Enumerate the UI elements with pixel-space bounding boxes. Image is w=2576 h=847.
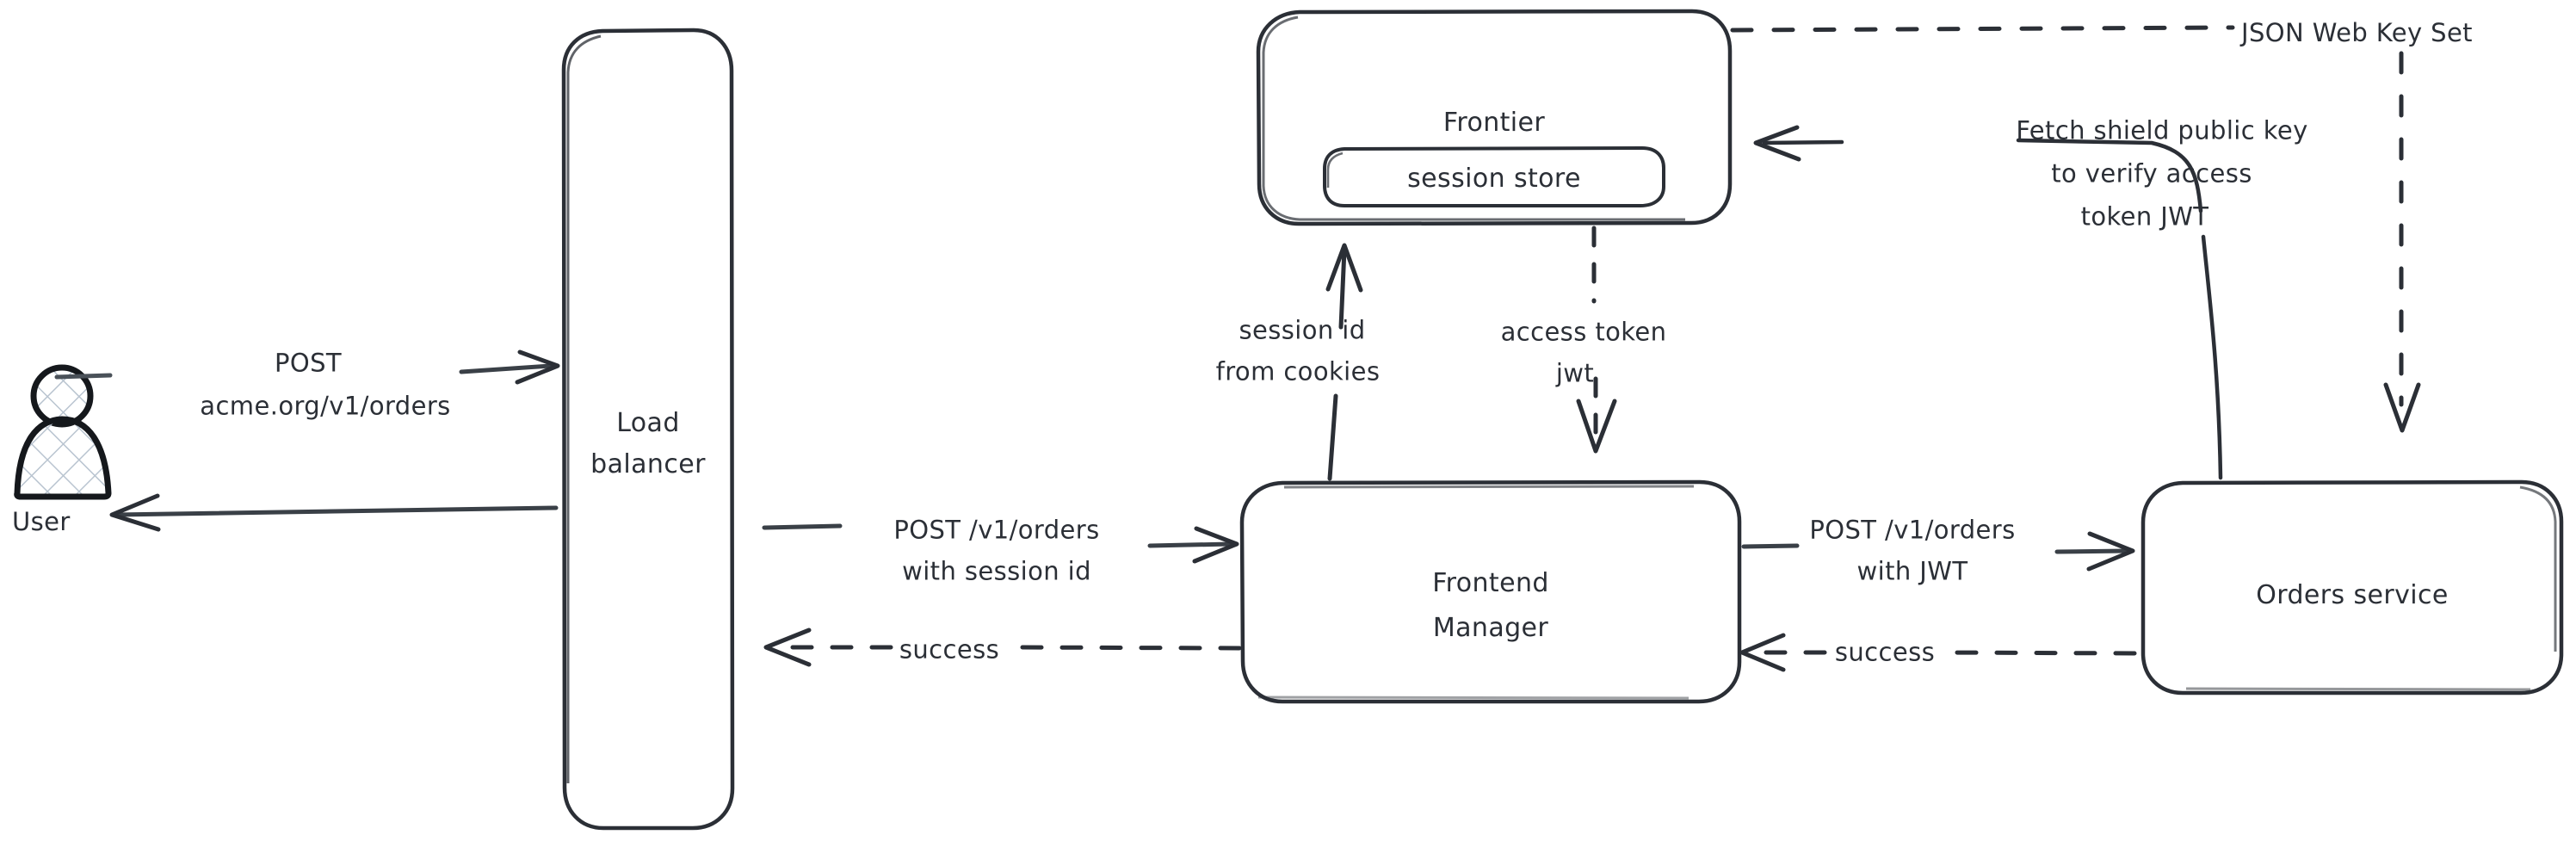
edge-frontier-to-orders [1730, 25, 2421, 433]
user-icon [14, 364, 112, 500]
frontier-box[interactable] [1256, 9, 1733, 226]
edge-lb-to-frontend-manager [762, 523, 1239, 564]
load-balancer-box[interactable] [561, 28, 735, 831]
frontend-manager-box[interactable] [1239, 479, 1742, 704]
edge-frontier-to-frontend-manager [1576, 226, 1617, 454]
orders-service-box[interactable] [2140, 479, 2564, 696]
session-store-box[interactable] [1323, 146, 1665, 207]
edge-frontend-manager-to-orders [1741, 531, 2135, 572]
edge-orders-to-frontier [1753, 125, 2223, 480]
edge-user-to-load-balancer [54, 349, 560, 385]
edge-load-balancer-to-user [109, 493, 559, 532]
edge-frontend-manager-to-lb [763, 628, 1242, 667]
edge-frontend-manager-to-frontier [1325, 243, 1363, 481]
edge-orders-to-frontend-manager [1739, 633, 2137, 672]
